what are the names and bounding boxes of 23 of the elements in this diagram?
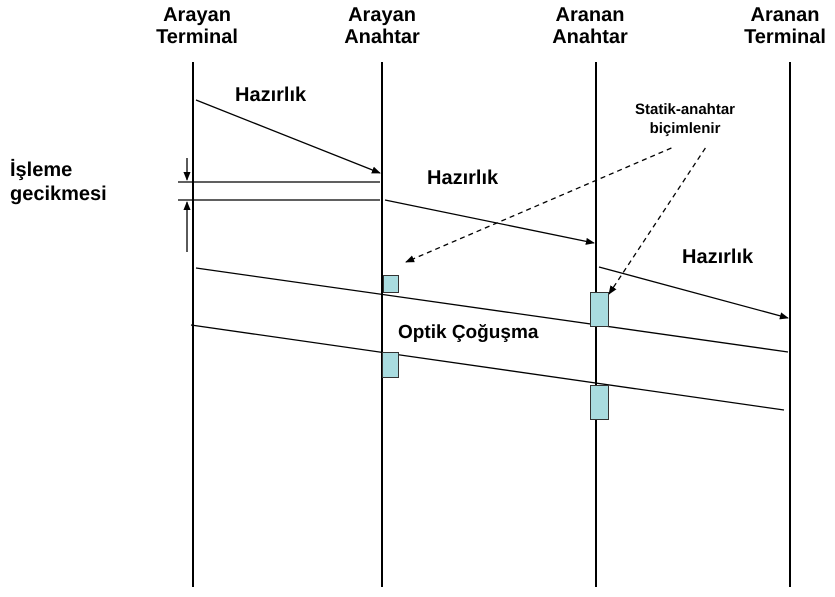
switch-processing-box [590,292,609,327]
switch-processing-box [382,352,399,378]
message-arrow [598,266,789,320]
switch-processing-box [383,275,399,293]
switch-processing-box [590,385,609,420]
burst-line [196,267,788,353]
lifeline [381,62,383,587]
dashed-arrow [405,147,672,263]
message-arrow [196,99,381,174]
participant-label: Arayan Anahtar [343,4,421,48]
participant-label: Aranan Anahtar [551,4,629,48]
message-arrow [384,199,595,245]
burst-line [190,324,784,411]
lifeline [789,62,791,587]
annotation-text: Statik-anahtar biçimlenir [634,100,736,138]
burst-label: Optik Çoğuşma [398,322,538,344]
dimension-label: İşleme gecikmesi [10,158,108,206]
participant-label: Aranan Terminal [743,4,827,48]
participant-label: Arayan Terminal [155,4,239,48]
delay-line [178,181,380,183]
lifeline [192,62,194,587]
delay-line [178,199,380,201]
dashed-arrow [608,148,706,295]
